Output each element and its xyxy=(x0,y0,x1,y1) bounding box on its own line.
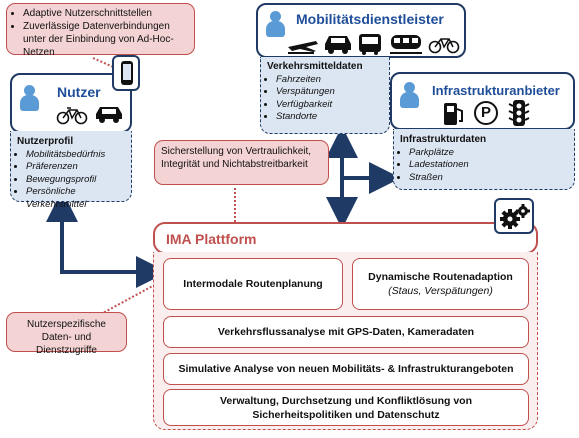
box-text: Verwaltung, Durchsetzung und Konfliktlös… xyxy=(220,394,472,407)
callout-interfaces: Adaptive Nutzerschnittstellen Zuverlässi… xyxy=(6,3,195,58)
callout-security: Sicherstellung von Vertraulichkeit, Inte… xyxy=(154,140,329,185)
box-intermodal-routing: Intermodale Routenplanung xyxy=(163,258,343,310)
callout-text: Sicherstellung von Vertraulichkeit, Inte… xyxy=(161,146,312,170)
list-item: Bewegungsprofil xyxy=(26,174,125,187)
infra-title: Infrastrukturanbieter xyxy=(432,83,560,98)
gears-icon xyxy=(494,198,534,234)
box-text: Intermodale Routenplanung xyxy=(183,278,323,290)
list-item: Verspätungen xyxy=(276,86,383,99)
platform-header: IMA Plattform xyxy=(153,222,538,254)
list-item: Ladestationen xyxy=(409,159,568,172)
callout-item: Zuverlässige Datenverbindungen unter der… xyxy=(23,20,189,59)
car-icon xyxy=(96,107,122,123)
person-icon xyxy=(20,85,39,111)
train-icon xyxy=(390,35,422,54)
box-text: Verkehrsflussanalyse mit GPS-Daten, Kame… xyxy=(217,326,475,338)
list-item: Präferenzen xyxy=(26,161,125,174)
box-dynamic-routing: Dynamische Routenadaption (Staus, Verspä… xyxy=(352,258,529,310)
person-icon xyxy=(266,11,285,37)
parking-icon: P xyxy=(474,101,498,125)
box-text: Sicherheitspolitiken und Datenschutz xyxy=(252,408,440,421)
list-item: Straßen xyxy=(409,172,568,185)
list-item: Parkplätze xyxy=(409,147,568,160)
nutzer-title: Nutzer xyxy=(57,84,101,100)
list-item: Verfügbarkeit xyxy=(276,99,383,112)
box-security-policies: Verwaltung, Durchsetzung und Konfliktlös… xyxy=(163,389,529,426)
callout-text: Nutzerspezifische Daten- und Dienstzugri… xyxy=(27,319,106,356)
nutzerprofil-panel: Nutzerprofil Mobilitätsbedürfnis Präfere… xyxy=(10,131,132,210)
platform-title: IMA Plattform xyxy=(166,231,257,247)
callout-user-access: Nutzerspezifische Daten- und Dienstzugri… xyxy=(6,312,127,356)
verkehrsmitteldaten-title: Verkehrsmitteldaten xyxy=(267,61,363,72)
infra-card: Infrastrukturanbieter P xyxy=(390,72,575,130)
bicycle-icon xyxy=(56,107,88,125)
box-traffic-analysis: Verkehrsflussanalyse mit GPS-Daten, Kame… xyxy=(163,316,529,348)
box-text: Simulative Analyse von neuen Mobilitäts-… xyxy=(178,363,514,375)
bicycle-icon xyxy=(428,38,460,54)
car-icon xyxy=(325,36,351,54)
infrastrukturdaten-title: Infrastrukturdaten xyxy=(400,134,487,145)
box-text: Dynamische Routenadaption xyxy=(368,271,513,283)
list-item: Fahrzeiten xyxy=(276,74,383,87)
box-subtext: (Staus, Verspätungen) xyxy=(388,285,493,297)
traffic-light-icon xyxy=(508,100,530,126)
list-item: Standorte xyxy=(276,111,383,124)
verkehrsmitteldaten-panel: Verkehrsmitteldaten Fahrzeiten Verspätun… xyxy=(260,57,390,134)
transport-icons xyxy=(288,34,460,55)
infrastrukturdaten-panel: Infrastrukturdaten Parkplätze Ladestatio… xyxy=(393,129,575,190)
nutzerprofil-title: Nutzerprofil xyxy=(17,136,74,147)
list-item: Persönliche Verkehrsmittel xyxy=(26,186,125,211)
mobil-card: Mobilitätsdienstleister xyxy=(256,3,466,58)
phone-icon xyxy=(112,55,140,91)
nutzer-card: Nutzer xyxy=(10,73,132,133)
parking-letter: P xyxy=(480,104,491,121)
list-item: Mobilitätsbedürfnis xyxy=(26,149,125,162)
mobil-title: Mobilitätsdienstleister xyxy=(296,11,444,27)
person-icon xyxy=(400,82,419,108)
box-simulation: Simulative Analyse von neuen Mobilitäts-… xyxy=(163,353,529,385)
fuel-pump-icon xyxy=(444,103,463,125)
bus-icon xyxy=(359,34,381,55)
callout-item: Adaptive Nutzerschnittstellen xyxy=(23,7,189,20)
airplane-icon xyxy=(288,41,318,54)
